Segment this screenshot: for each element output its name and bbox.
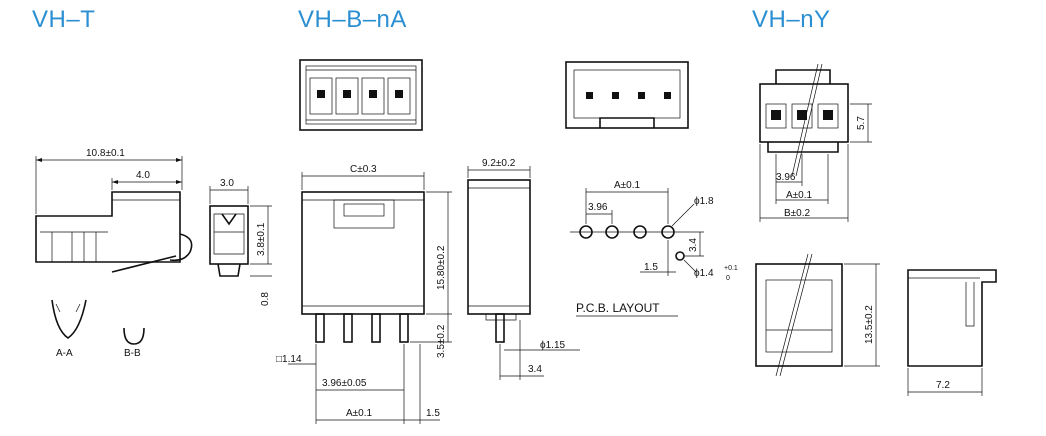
dimension-10-8 xyxy=(35,156,183,214)
dim-housing-7-2: 7.2 xyxy=(936,380,950,391)
dim-header-3-5: 3.5±0.2 xyxy=(436,324,447,358)
dimension-9-2 xyxy=(467,166,531,178)
housing-dimension-13-5 xyxy=(844,263,880,367)
section-a-a-shape xyxy=(51,299,87,339)
pcb-dimension-a xyxy=(585,188,669,224)
dimension-a xyxy=(315,344,440,424)
dim-terminal-0-8: 0.8 xyxy=(260,292,271,306)
header-front-view xyxy=(301,191,425,343)
dimension-header-3-4 xyxy=(499,320,544,380)
terminal-front-view xyxy=(209,205,249,277)
title-vh-b-na: VH–B–nA xyxy=(298,6,407,33)
dim-pcb-1-5: 1.5 xyxy=(644,262,658,273)
housing-dimension-a xyxy=(775,154,829,204)
dim-housing-a: A±0.1 xyxy=(786,190,812,201)
dim-terminal-3-0: 3.0 xyxy=(220,178,234,189)
pcb-dimension-pitch xyxy=(586,210,613,224)
dim-header-1-5: 1.5 xyxy=(426,408,440,419)
dim-terminal-4-0: 4.0 xyxy=(136,170,150,181)
dimension-4-0 xyxy=(111,178,182,190)
header-top-view xyxy=(299,59,423,131)
dim-terminal-3-8: 3.8±0.1 xyxy=(256,222,267,256)
dim-housing-b: B±0.2 xyxy=(784,208,810,219)
dim-header-15-8: 15.80±0.2 xyxy=(436,245,447,290)
dim-header-9-2: 9.2±0.2 xyxy=(482,158,516,169)
dim-housing-5-7: 5.7 xyxy=(856,116,867,130)
housing-side-view xyxy=(907,269,997,367)
tol-pcb-lower: 0 xyxy=(726,275,730,282)
housing-dimension-5-7 xyxy=(850,103,872,143)
dim-terminal-length: 10.8±0.1 xyxy=(86,148,125,159)
leader-boss xyxy=(683,259,697,273)
section-b-b-shape xyxy=(123,327,145,345)
title-vh-t: VH–T xyxy=(32,6,96,33)
dim-pcb-boss: ϕ1.4 xyxy=(694,268,714,279)
dim-housing-pitch: 3.96 xyxy=(776,172,796,183)
terminal-side-view xyxy=(35,191,193,273)
pcb-holes xyxy=(570,225,685,261)
tol-pcb-upper: +0.1 xyxy=(724,265,738,272)
housing-dimension-b xyxy=(759,144,849,222)
dimension-pitch xyxy=(315,344,405,394)
housing-front-view xyxy=(755,253,843,377)
header-side-view xyxy=(467,179,531,343)
dim-pcb-hole: ϕ1.8 xyxy=(694,196,714,207)
dim-header-3-4: 3.4 xyxy=(528,364,542,375)
dimension-3-5 xyxy=(410,314,452,343)
housing-dimension-pitch xyxy=(775,154,803,186)
dim-header-1-14: □1.14 xyxy=(276,354,302,365)
pcb-dimension-1-5 xyxy=(640,240,676,276)
dim-pcb-a: A±0.1 xyxy=(614,180,640,191)
housing-top-view xyxy=(759,63,849,177)
dimension-3-8 xyxy=(250,205,272,265)
leader-hole xyxy=(671,203,695,227)
dimension-3-0 xyxy=(209,186,249,204)
housing-dimension-7-2 xyxy=(907,368,983,396)
label-section-b-b: B-B xyxy=(124,348,141,359)
dim-header-a: A±0.1 xyxy=(346,408,372,419)
dim-header-pin: ϕ1.15 xyxy=(540,340,566,351)
dim-header-c: C±0.3 xyxy=(350,164,377,175)
pcb-layout-caption: P.C.B. LAYOUT xyxy=(576,301,660,315)
dim-header-pitch: 3.96±0.05 xyxy=(322,378,367,389)
dim-pcb-3-4: 3.4 xyxy=(688,238,699,252)
dimension-c xyxy=(301,172,425,190)
dim-pcb-pitch: 3.96 xyxy=(588,202,608,213)
title-vh-ny: VH–nY xyxy=(752,6,831,33)
label-section-a-a: A-A xyxy=(56,348,73,359)
connector-face-view xyxy=(565,61,689,129)
pcb-dimension-3-4 xyxy=(684,231,704,257)
dim-housing-13-5: 13.5±0.2 xyxy=(864,305,875,344)
